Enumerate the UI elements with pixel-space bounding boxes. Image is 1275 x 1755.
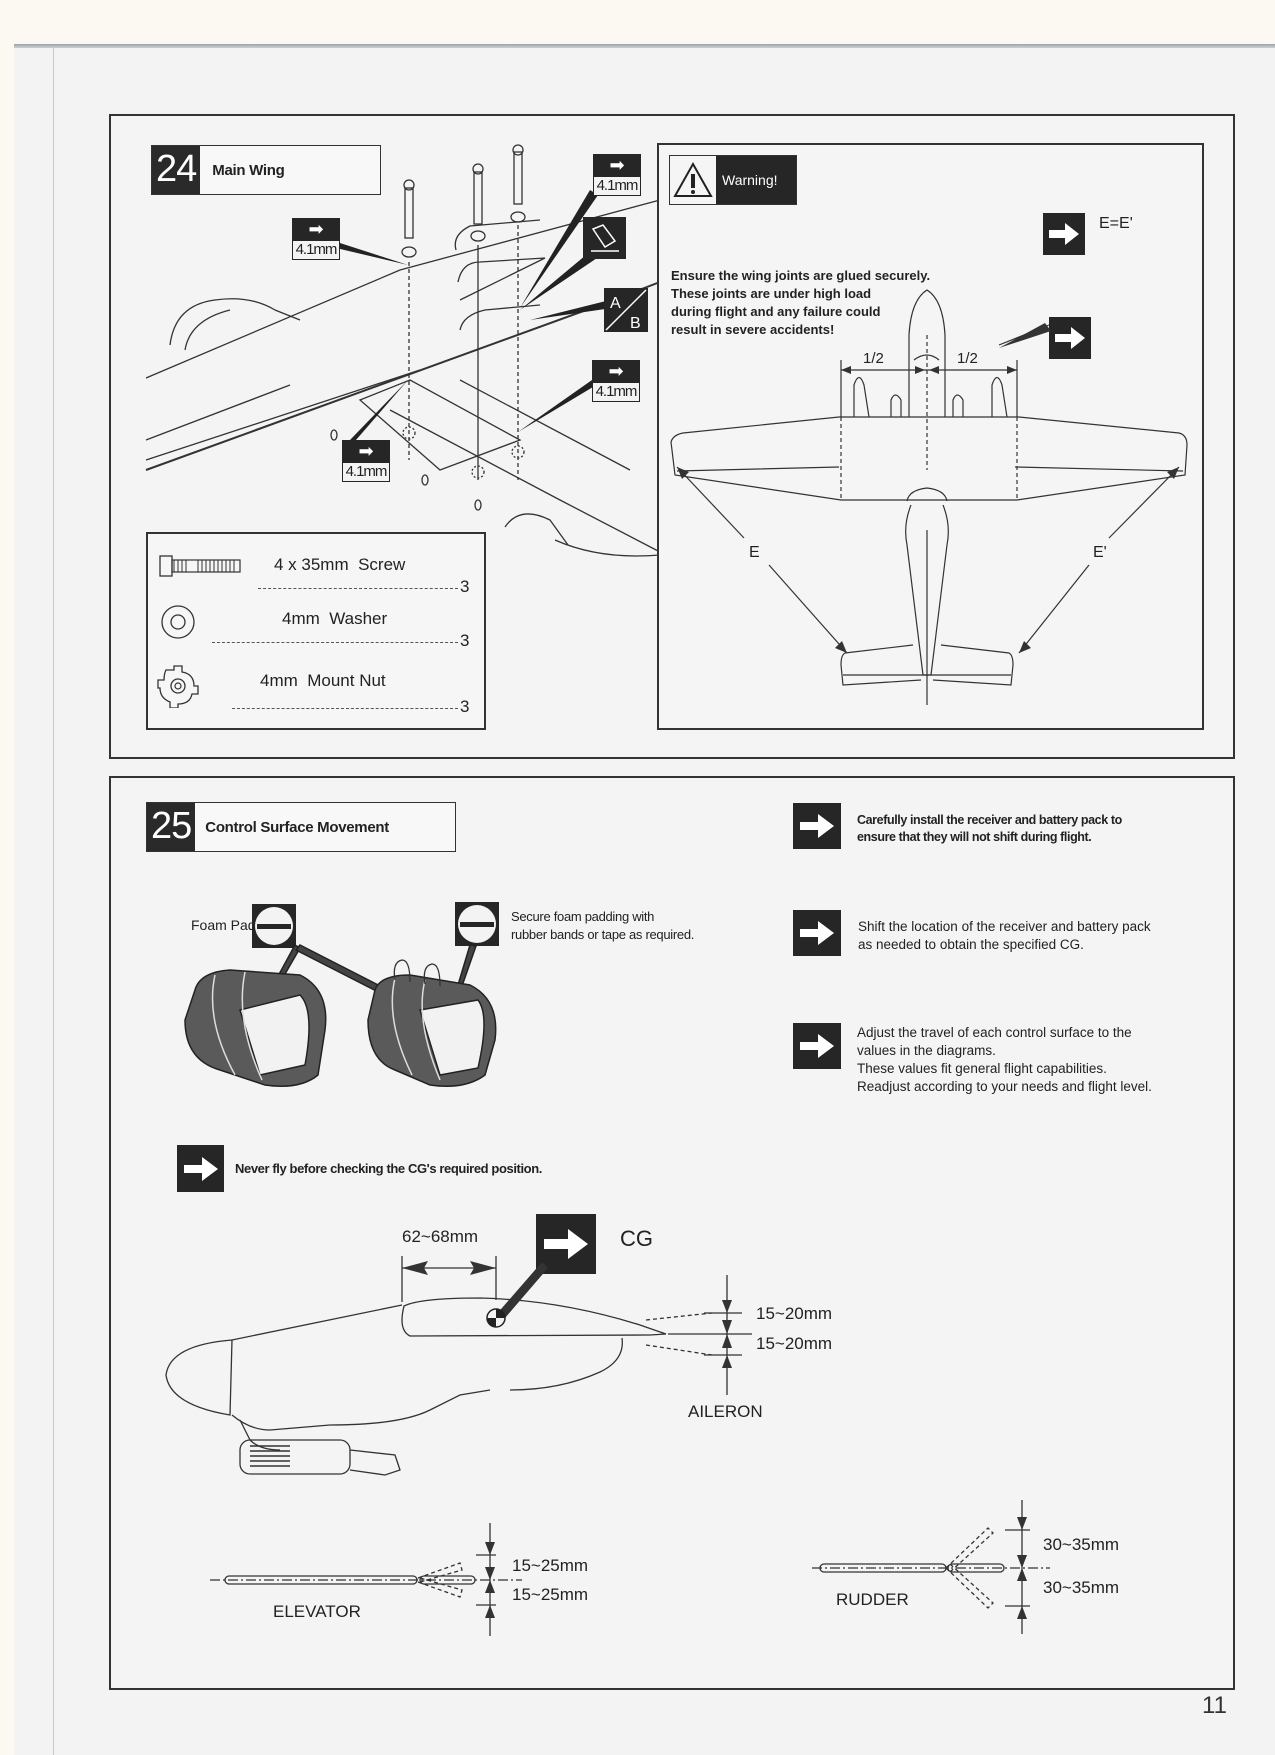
hole-size-tag: ➡ 4.1mm bbox=[342, 440, 390, 482]
warning-text: Ensure the wing joints are glued securel… bbox=[671, 268, 931, 337]
page-top-shadow bbox=[14, 44, 1275, 50]
step-title: Control Surface Movement bbox=[205, 818, 389, 836]
arrow-right-icon: ➡ bbox=[609, 155, 625, 175]
arrow-right-icon: ➡ bbox=[608, 361, 624, 381]
arrow-right-icon bbox=[1049, 317, 1091, 359]
parts-list-item: 4mm Washer 3 bbox=[148, 596, 484, 658]
e-right-label: E' bbox=[1093, 544, 1107, 561]
note-install-receiver: Carefully install the receiver and batte… bbox=[857, 813, 1122, 844]
hole-size-tag: ➡ 4.1mm bbox=[292, 218, 340, 260]
arrow-right-icon bbox=[1043, 213, 1085, 255]
part-qty: 3 bbox=[460, 631, 470, 650]
washer-icon bbox=[161, 605, 195, 639]
part-qty: 3 bbox=[460, 577, 470, 596]
arrow-right-icon: ➡ bbox=[308, 219, 324, 239]
step-25-header: 25 Control Surface Movement bbox=[146, 802, 456, 852]
hole-size-tag: ➡ 4.1mm bbox=[593, 154, 641, 196]
aileron-up-travel: 15~20mm bbox=[756, 1304, 833, 1323]
note-adjust-travel: Adjust the travel of each control surfac… bbox=[857, 1025, 1152, 1094]
step-25-panel bbox=[109, 776, 1235, 1690]
step-number: 24 bbox=[152, 146, 201, 194]
parts-list: 4 x 35mm Screw 3 4mm Washer 3 4mm Mount … bbox=[146, 532, 486, 730]
elevator-down-travel: 15~25mm bbox=[512, 1585, 589, 1604]
dotted-leader bbox=[258, 588, 458, 589]
elevator-label: ELEVATOR bbox=[273, 1602, 361, 1621]
mount-nut-icon bbox=[157, 665, 199, 708]
screw-icon bbox=[159, 555, 241, 577]
aileron-down-travel: 15~20mm bbox=[756, 1334, 833, 1353]
part-qty: 3 bbox=[460, 697, 470, 716]
arrow-right-icon bbox=[793, 803, 841, 849]
step-24-header: 24 Main Wing bbox=[151, 145, 381, 195]
rudder-right-travel: 30~35mm bbox=[1043, 1578, 1120, 1597]
step-number: 25 bbox=[147, 803, 196, 851]
note-shift-cg: Shift the location of the receiver and b… bbox=[858, 919, 1151, 952]
epoxy-label-b: B bbox=[630, 315, 641, 332]
parts-list-item: 4 x 35mm Screw 3 bbox=[148, 534, 484, 596]
cg-arrow-icon bbox=[536, 1214, 596, 1274]
arrow-right-icon bbox=[793, 910, 841, 956]
epoxy-ab-icon: A B bbox=[604, 288, 648, 332]
page-number: 11 bbox=[1202, 1692, 1227, 1719]
foam-pad-label: Foam Pad bbox=[191, 917, 256, 933]
rudder-left-travel: 30~35mm bbox=[1043, 1535, 1120, 1554]
part-name: 4 x 35mm Screw bbox=[274, 555, 406, 574]
cg-warning-text: Never fly before checking the CG's requi… bbox=[235, 1161, 542, 1176]
cg-label: CG bbox=[620, 1226, 653, 1251]
epoxy-label-a: A bbox=[610, 295, 621, 312]
warning-badge: Warning! bbox=[669, 155, 797, 205]
e-left-label: E bbox=[749, 544, 760, 561]
hole-size-tag: ➡ 4.1mm bbox=[592, 360, 640, 402]
rudder-label: RUDDER bbox=[836, 1590, 909, 1609]
foam-pad-icon bbox=[252, 904, 296, 948]
aileron-label: AILERON bbox=[688, 1402, 763, 1421]
dotted-leader bbox=[232, 708, 458, 709]
parts-list-item: 4mm Mount Nut 3 bbox=[148, 658, 484, 728]
warning-label: Warning! bbox=[716, 156, 796, 204]
step-title: Main Wing bbox=[212, 161, 285, 179]
arrow-right-icon bbox=[793, 1023, 841, 1069]
airplane-top-view: 1/2 1/2 E E' bbox=[670, 289, 1188, 705]
cg-distance-label: 62~68mm bbox=[402, 1227, 479, 1246]
span-equation: E=E' bbox=[1099, 215, 1133, 232]
arrow-right-icon: ➡ bbox=[358, 441, 374, 461]
glue-icon bbox=[583, 217, 626, 259]
foam-pad-icon bbox=[455, 902, 499, 946]
part-name: 4mm Mount Nut bbox=[260, 671, 386, 690]
warning-box: Warning! E=E' Ensure the wing joints are… bbox=[657, 143, 1204, 730]
half-span-left-label: 1/2 bbox=[863, 350, 884, 367]
page-fold-line bbox=[53, 48, 54, 1755]
dotted-leader bbox=[212, 642, 458, 643]
arrow-right-icon bbox=[177, 1145, 224, 1192]
warning-triangle-icon bbox=[673, 161, 713, 197]
half-span-right-label: 1/2 bbox=[957, 350, 978, 367]
part-name: 4mm Washer bbox=[282, 609, 388, 628]
elevator-up-travel: 15~25mm bbox=[512, 1556, 589, 1575]
foam-note: Secure foam padding with rubber bands or… bbox=[511, 909, 695, 942]
